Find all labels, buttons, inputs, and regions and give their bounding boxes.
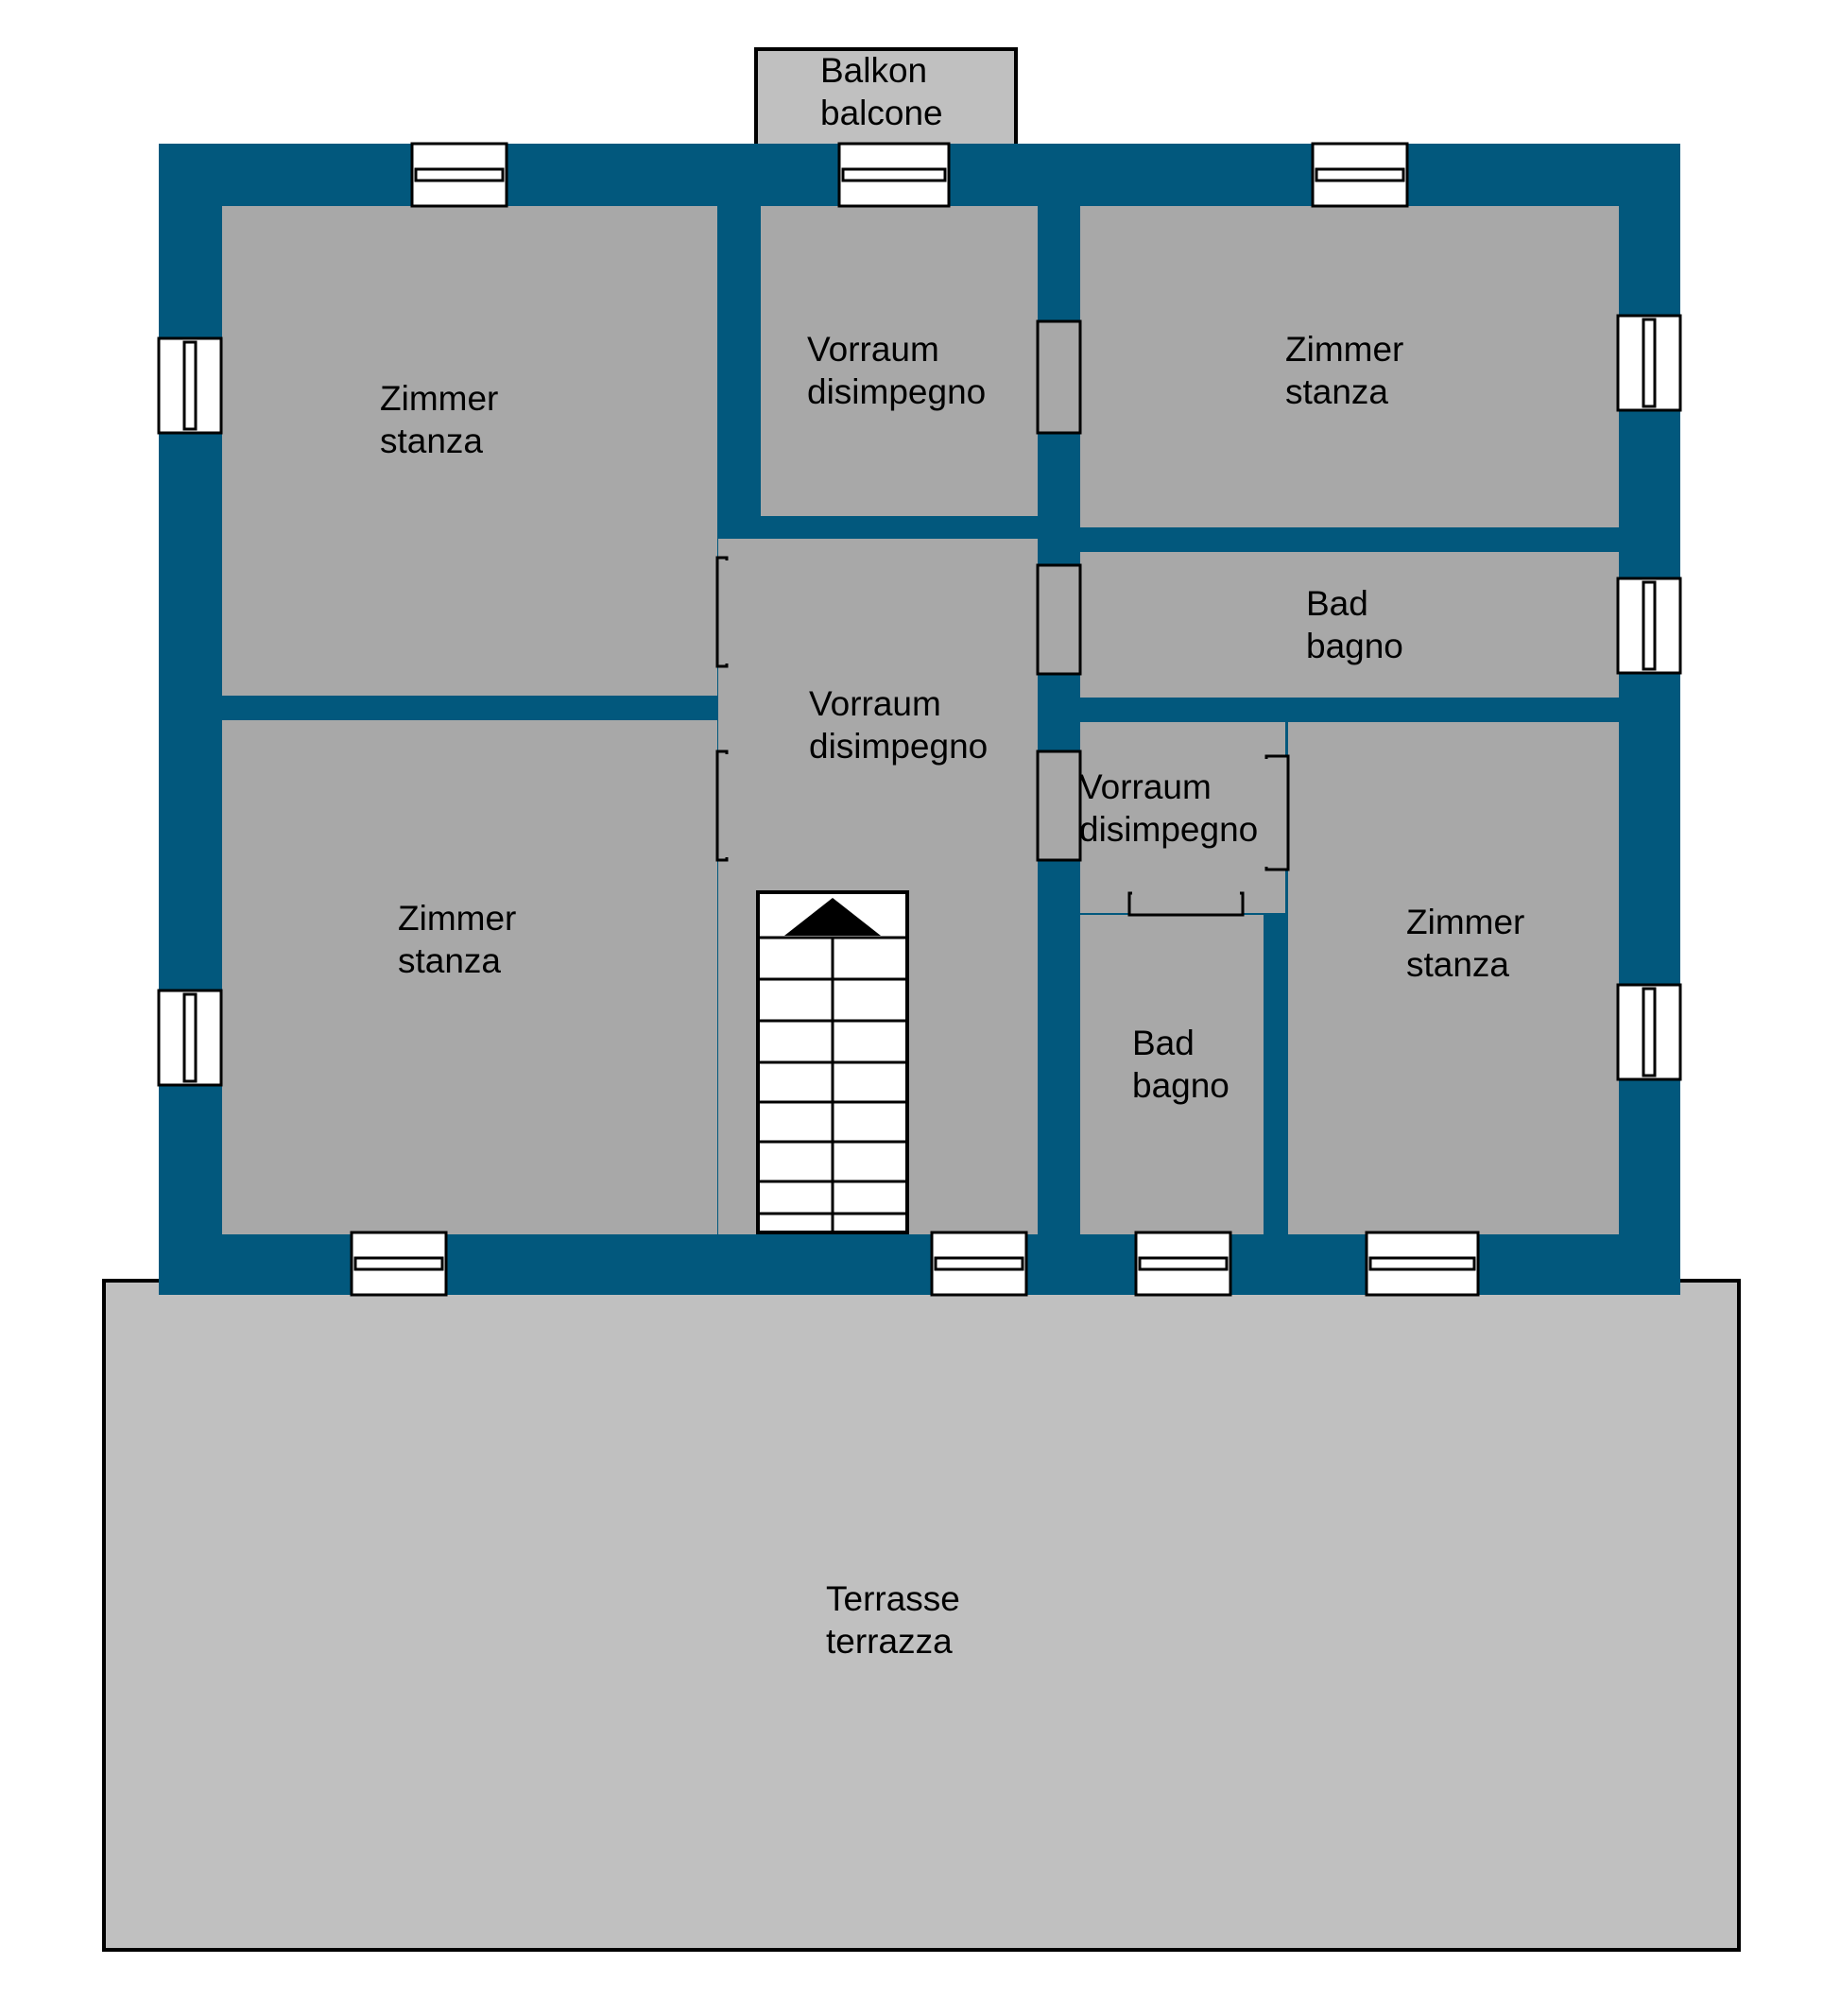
- bath-upper-label: Bad: [1306, 584, 1368, 623]
- hall-top-label-it: disimpegno: [807, 372, 986, 411]
- room-top-left-label-it: stanza: [380, 422, 483, 460]
- balcony-label: Balkon: [820, 51, 927, 90]
- room-bottom-right-label: Zimmer: [1406, 903, 1524, 941]
- hall-small-label-it: disimpegno: [1079, 810, 1258, 849]
- window-icon: [930, 1231, 1028, 1297]
- window-icon: [1311, 142, 1409, 208]
- room-top-left-label: Zimmer: [380, 379, 498, 418]
- window-icon: [1365, 1231, 1480, 1297]
- hall-small-floor: [1080, 722, 1285, 913]
- hall-top-floor: [761, 206, 1038, 516]
- balcony-label-it: balcone: [820, 94, 943, 132]
- bath-lower-floor: [1080, 915, 1264, 1234]
- window-icon: [350, 1231, 448, 1297]
- room-bottom-right-floor: [1288, 722, 1619, 1234]
- window-icon: [1616, 983, 1682, 1081]
- room-bottom-right-label-it: stanza: [1406, 945, 1509, 984]
- stair-direction-icon: [784, 898, 881, 936]
- bath-upper-label-it: bagno: [1306, 627, 1403, 665]
- balcony-area: [754, 47, 1018, 149]
- window-icon: [1616, 577, 1682, 675]
- room-top-right-floor: [1080, 206, 1619, 527]
- room-bottom-left-label: Zimmer: [398, 899, 516, 938]
- window-icon: [1134, 1231, 1232, 1297]
- hall-center-label: Vorraum: [809, 684, 941, 723]
- room-bottom-left-floor: [222, 720, 717, 1234]
- hall-top-label: Vorraum: [807, 330, 939, 369]
- window-icon: [410, 142, 508, 208]
- window-icon: [157, 336, 223, 435]
- room-floors: [222, 206, 1619, 1234]
- room-top-right-label: Zimmer: [1285, 330, 1403, 369]
- window-icon: [1616, 314, 1682, 412]
- windows: [157, 142, 1682, 1297]
- bath-lower-label-it: bagno: [1132, 1066, 1230, 1105]
- room-top-right-label-it: stanza: [1285, 372, 1388, 411]
- window-icon: [157, 989, 223, 1087]
- bath-upper-floor: [1080, 552, 1619, 698]
- staircase-icon: [756, 890, 909, 1234]
- room-top-left-floor: [222, 206, 717, 696]
- terrace-label-it: terrazza: [826, 1622, 953, 1661]
- hall-center-label-it: disimpegno: [809, 727, 988, 766]
- terrace-area: [102, 1279, 1741, 1952]
- hall-small-label: Vorraum: [1079, 767, 1212, 806]
- terrace-label: Terrasse: [826, 1579, 960, 1618]
- window-icon: [837, 142, 951, 208]
- room-bottom-left-label-it: stanza: [398, 941, 501, 980]
- bath-lower-label: Bad: [1132, 1024, 1195, 1062]
- room-labels: Balkon balcone Zimmer stanza Vorraum dis…: [380, 51, 1524, 1661]
